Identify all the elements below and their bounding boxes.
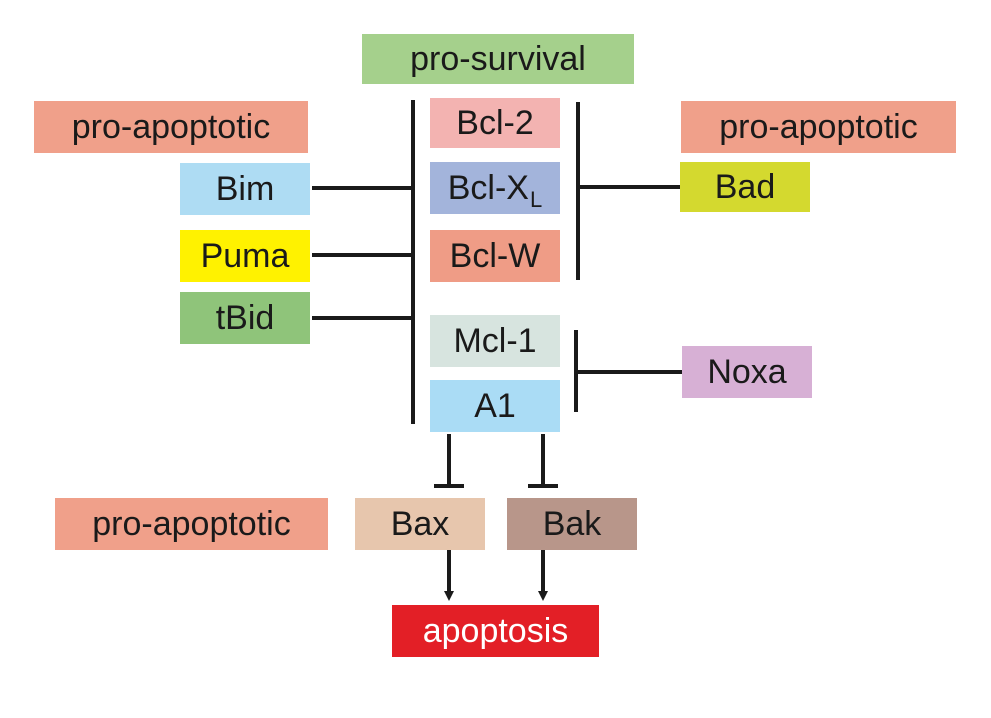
bclw-box: Bcl-W — [430, 230, 560, 282]
apoptosis-box: apoptosis — [392, 605, 599, 657]
pro-apoptotic-label-right: pro-apoptotic — [681, 101, 956, 153]
pro-apoptotic-label-bottom: pro-apoptotic — [55, 498, 328, 550]
tbid-box: tBid — [180, 292, 310, 344]
bclxl-main-label: Bcl-X — [447, 169, 529, 207]
bim-box: Bim — [180, 163, 310, 215]
pro-apoptotic-label-left: pro-apoptotic — [34, 101, 308, 153]
bclxl-subscript: L — [529, 187, 543, 212]
noxa-box: Noxa — [682, 346, 812, 398]
puma-box: Puma — [180, 230, 310, 282]
a1-box: A1 — [430, 380, 560, 432]
bax-box: Bax — [355, 498, 485, 550]
bcl2-box: Bcl-2 — [430, 98, 560, 148]
mcl1-box: Mcl-1 — [430, 315, 560, 367]
bak-box: Bak — [507, 498, 637, 550]
bad-box: Bad — [680, 162, 810, 212]
pro-survival-label: pro-survival — [362, 34, 634, 84]
